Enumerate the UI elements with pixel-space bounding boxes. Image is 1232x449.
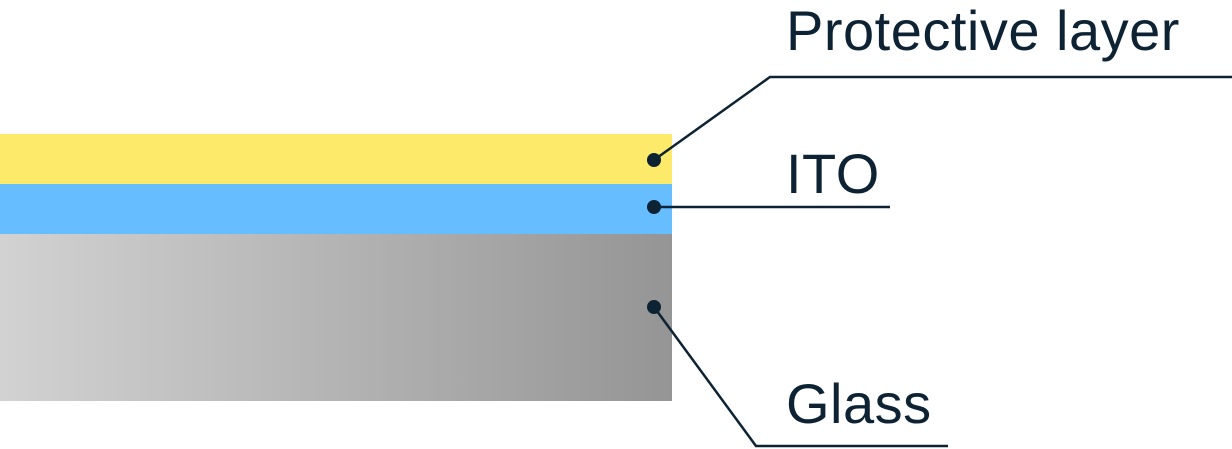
protective-leader-dot: [647, 153, 661, 167]
ito-leader-dot: [647, 200, 661, 214]
protective-leader-line: [653, 75, 1232, 162]
protective-layer-band: [0, 134, 672, 184]
ito-layer-label: ITO: [786, 142, 880, 205]
ito-layer-band: [0, 184, 672, 234]
glass-leader-line: [652, 306, 948, 448]
protective-layer-label: Protective layer: [786, 0, 1180, 62]
glass-leader-dot: [647, 300, 661, 314]
glass-layer-label: Glass: [786, 372, 932, 435]
glass-layer-band: [0, 234, 672, 401]
